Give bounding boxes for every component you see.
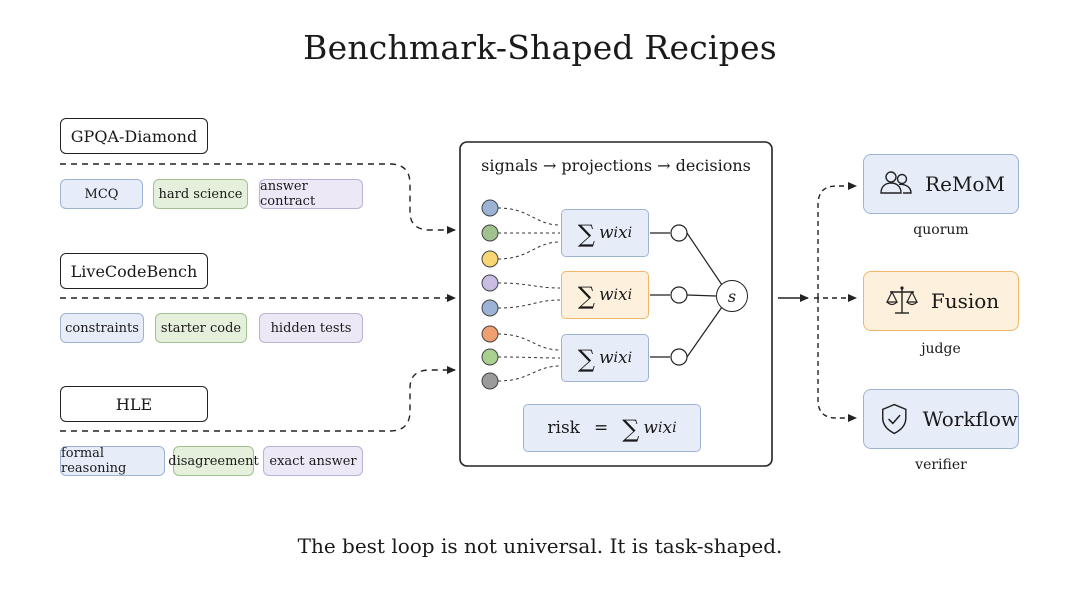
tag-hidden-tests: hidden tests xyxy=(259,313,363,343)
output-fusion: Fusion xyxy=(863,271,1019,331)
output-fusion-sub: judge xyxy=(921,341,961,357)
pipeline-label: signals → projections → decisions xyxy=(481,156,751,175)
output-workflow: Workflow xyxy=(863,389,1019,449)
signal-node-7 xyxy=(481,348,499,366)
tag-exact-answer: exact answer xyxy=(263,446,363,476)
page-title: Benchmark-Shaped Recipes xyxy=(303,28,777,67)
output-remom: ReMoM xyxy=(863,154,1019,214)
tag-hard-science: hard science xyxy=(153,179,248,209)
bench-arrow-3 xyxy=(60,366,456,432)
signal-node-2 xyxy=(481,224,499,242)
signal-node-4 xyxy=(481,274,499,292)
signal-node-1 xyxy=(481,199,499,217)
output-arrow-3 xyxy=(817,298,857,422)
tag-formal-reasoning: formal reasoning xyxy=(60,446,165,476)
shield-check-icon xyxy=(882,403,907,435)
pipeline-box xyxy=(459,141,773,467)
aggregate-node: s xyxy=(716,280,748,312)
bench-arrow-1 xyxy=(60,163,456,234)
tag-disagreement: disagreement xyxy=(168,446,259,476)
signal-node-6 xyxy=(481,325,499,343)
activation-node-1 xyxy=(670,224,688,242)
output-remom-sub: quorum xyxy=(913,222,969,238)
tag-answer-contract: answer contract xyxy=(259,179,363,209)
output-remom-label: ReMoM xyxy=(925,172,1005,196)
output-workflow-label: Workflow xyxy=(922,407,1018,431)
output-arrow-1 xyxy=(817,182,857,298)
tag-starter-code: starter code xyxy=(155,313,247,343)
activation-node-3 xyxy=(670,348,688,366)
benchmark-livecodebench: LiveCodeBench xyxy=(60,253,208,289)
output-workflow-sub: verifier xyxy=(915,457,967,473)
benchmark-hle: HLE xyxy=(60,386,208,422)
users-icon xyxy=(880,171,912,194)
output-fusion-label: Fusion xyxy=(930,289,1000,313)
tag-mcq: MCQ xyxy=(60,179,143,209)
footer-caption: The best loop is not universal. It is ta… xyxy=(297,534,783,558)
signal-node-3 xyxy=(481,250,499,268)
signal-node-5 xyxy=(481,299,499,317)
activation-node-2 xyxy=(670,286,688,304)
signal-node-8 xyxy=(481,372,499,390)
tag-constraints: constraints xyxy=(60,313,144,343)
scales-icon xyxy=(885,286,918,314)
benchmark-gpqa-diamond: GPQA-Diamond xyxy=(60,118,208,154)
